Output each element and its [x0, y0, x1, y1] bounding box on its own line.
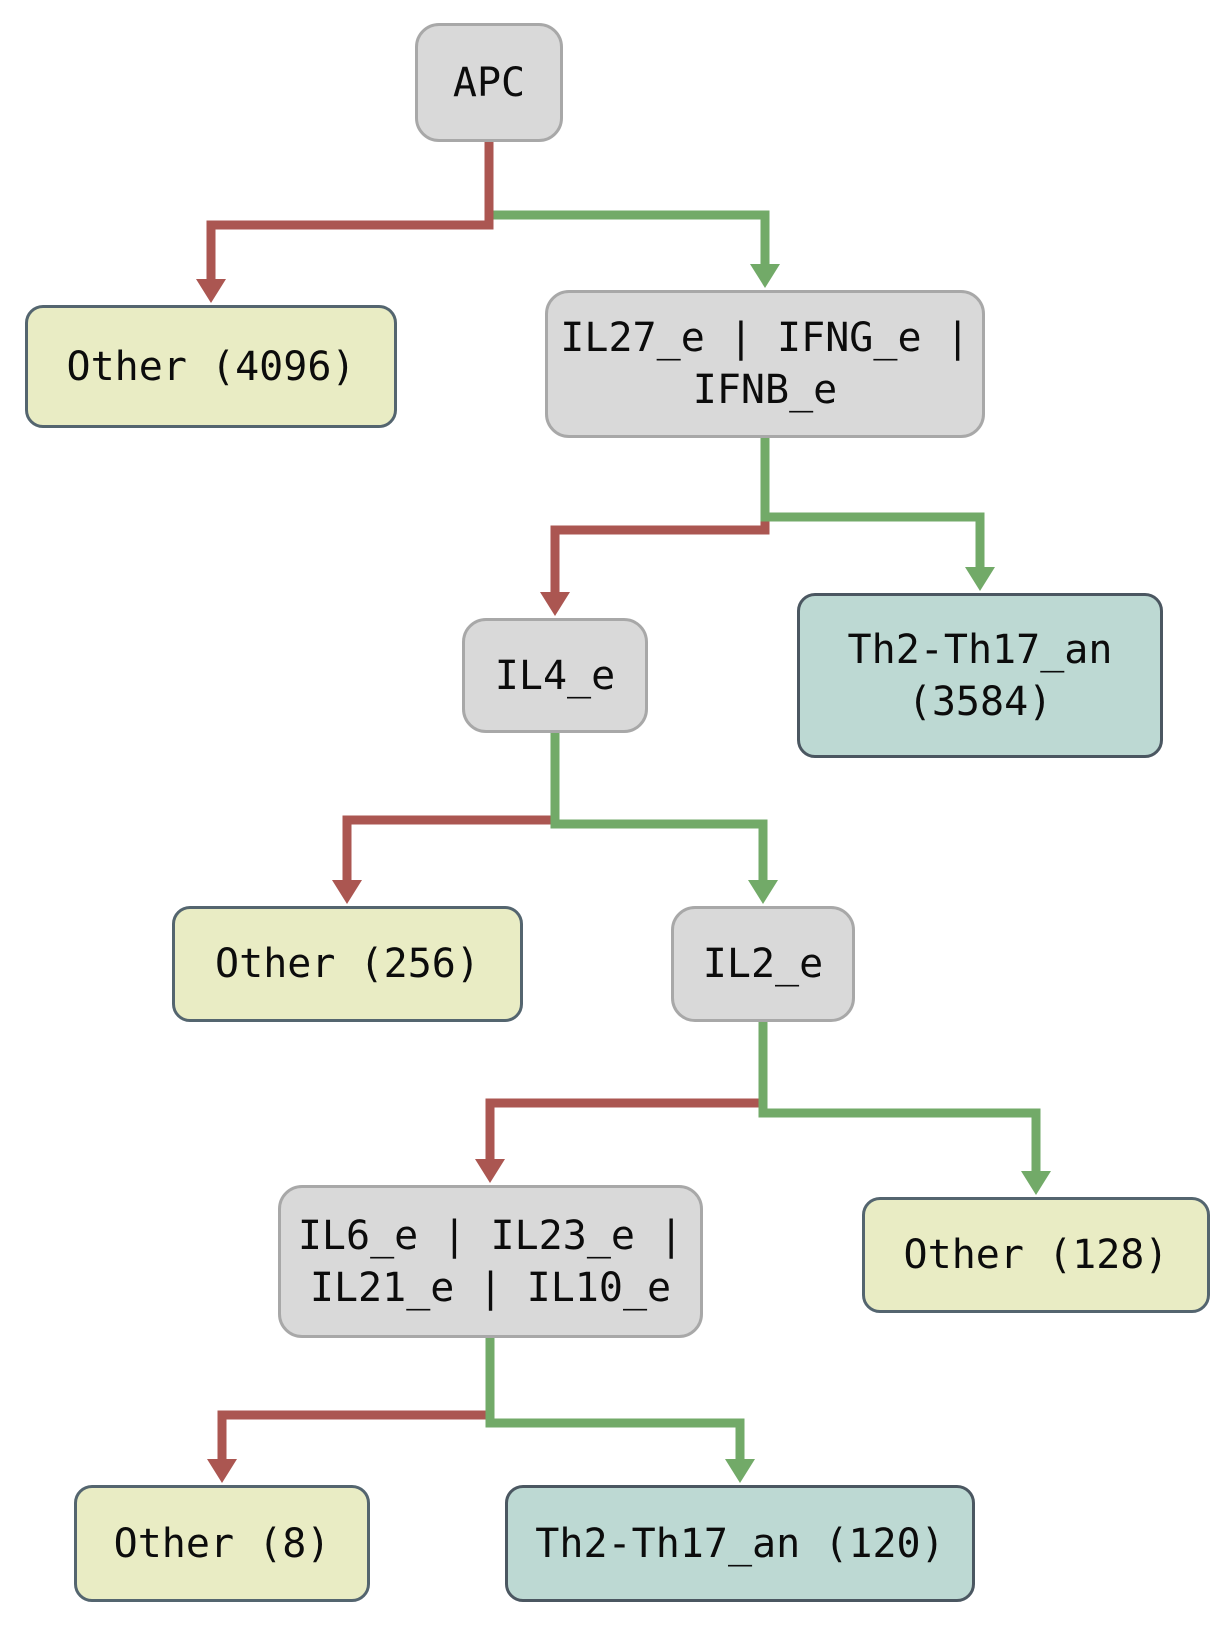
node-label-il6: IL6_e | IL23_e | IL21_e | IL10_e	[297, 1212, 684, 1311]
arrowhead-apc-il27-green	[750, 264, 780, 288]
node-label-th2-3584: Th2-Th17_an (3584)	[847, 626, 1113, 725]
node-label-il4: IL4_e	[494, 652, 616, 699]
edge-il2-il6-red	[485, 1022, 768, 1161]
arrowhead-il4-il2-green	[748, 880, 778, 904]
node-other-256: Other (256)	[172, 906, 523, 1022]
edge-apc-other-4096-red	[206, 142, 494, 281]
node-other-4096: Other (4096)	[25, 305, 397, 428]
node-label-apc: APC	[452, 59, 526, 106]
edge-il27-th2-3584-green	[760, 438, 985, 569]
node-th2-120: Th2-Th17_an (120)	[505, 1485, 975, 1602]
node-label-other-256: Other (256)	[215, 941, 480, 987]
edge-il27-il4-red	[550, 438, 770, 594]
node-label-il27: IL27_e | IFNG_e | IFNB_e	[560, 315, 970, 413]
arrowhead-il2-other-128-green	[1021, 1171, 1051, 1195]
node-label-th2-120: Th2-Th17_an (120)	[535, 1520, 945, 1567]
node-label-il2: IL2_e	[702, 941, 824, 987]
edge-il2-other-128-green	[758, 1022, 1041, 1173]
node-il6: IL6_e | IL23_e | IL21_e | IL10_e	[278, 1185, 703, 1338]
node-il2: IL2_e	[671, 906, 855, 1022]
node-other-128: Other (128)	[862, 1197, 1210, 1313]
node-th2-3584: Th2-Th17_an (3584)	[797, 593, 1163, 758]
arrowhead-il27-il4-red	[540, 592, 570, 616]
node-label-other-8: Other (8)	[113, 1520, 331, 1567]
node-il4: IL4_e	[462, 618, 648, 733]
edge-apc-il27-green	[484, 142, 770, 266]
arrowhead-apc-other-4096-red	[196, 279, 226, 303]
node-other-8: Other (8)	[74, 1485, 370, 1602]
arrowhead-il6-other-8-red	[207, 1459, 237, 1483]
edge-il4-other-256-red	[342, 733, 560, 882]
edge-il4-il2-green	[550, 733, 768, 882]
edge-il6-th2-120-green	[485, 1338, 745, 1461]
node-il27: IL27_e | IFNG_e | IFNB_e	[545, 290, 985, 438]
node-label-other-128: Other (128)	[903, 1232, 1169, 1278]
arrowhead-il6-th2-120-green	[725, 1459, 755, 1483]
arrowhead-il4-other-256-red	[332, 880, 362, 904]
arrowhead-il2-il6-red	[475, 1159, 505, 1183]
node-apc: APC	[415, 23, 563, 142]
edge-il6-other-8-red	[217, 1338, 495, 1461]
node-label-other-4096: Other (4096)	[66, 343, 356, 390]
arrowhead-il27-th2-3584-green	[965, 567, 995, 591]
